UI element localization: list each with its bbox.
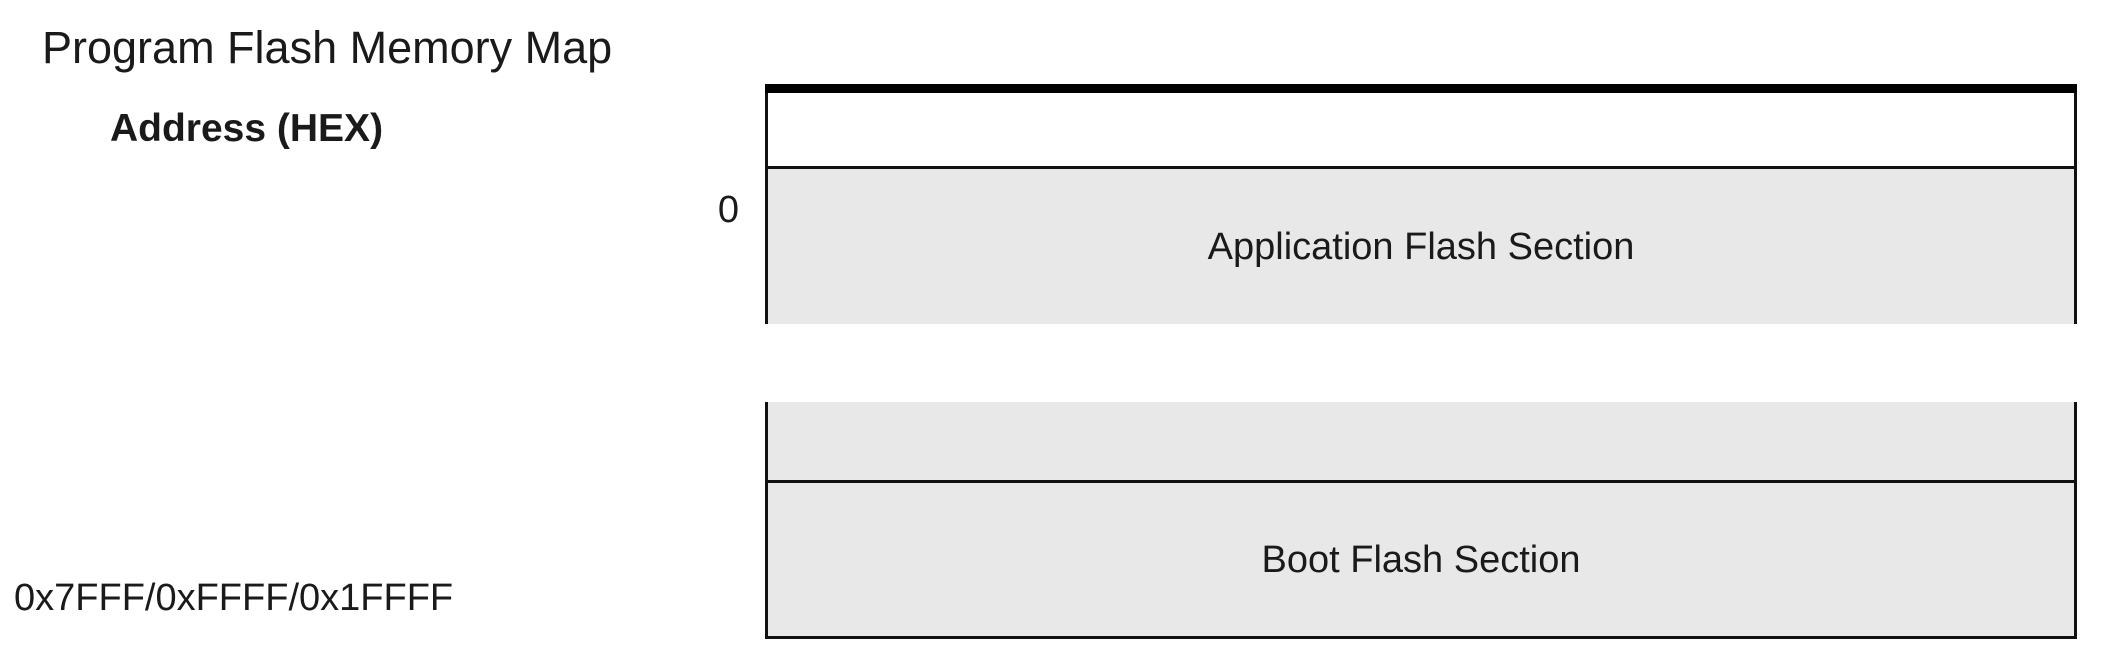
memory-map-top-region xyxy=(765,93,2077,167)
address-column-header: Address (HEX) xyxy=(110,107,384,150)
boot-flash-section: Boot Flash Section xyxy=(765,480,2077,639)
address-start-label: 0 xyxy=(717,189,739,231)
memory-map-top-border xyxy=(765,84,2077,95)
memory-map-continuation-region xyxy=(765,402,2077,482)
application-flash-section-label: Application Flash Section xyxy=(1207,225,1635,268)
address-end-label: 0x7FFF/0xFFFF/0x1FFFF xyxy=(14,577,454,619)
diagram-title: Program Flash Memory Map xyxy=(42,22,613,73)
application-flash-section: Application Flash Section xyxy=(765,166,2077,324)
boot-flash-section-label: Boot Flash Section xyxy=(1261,538,1581,581)
